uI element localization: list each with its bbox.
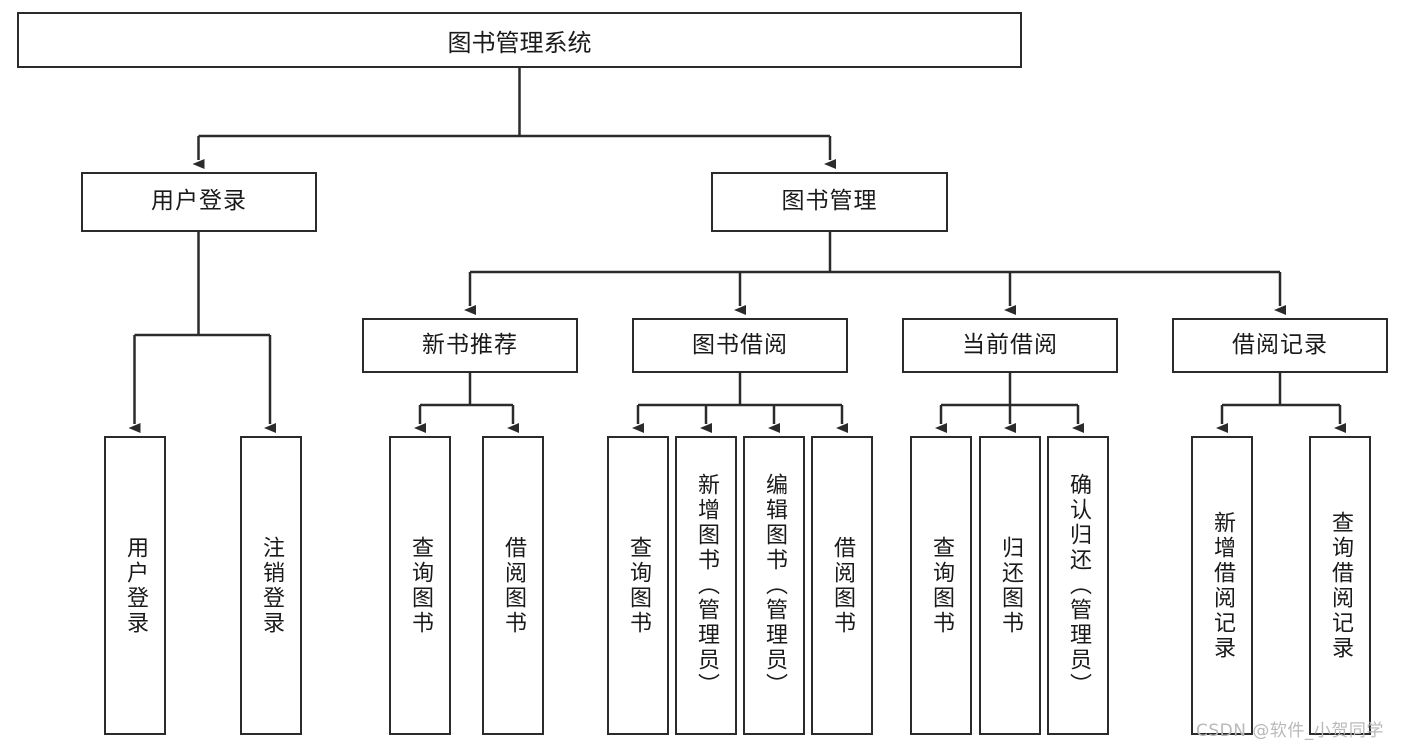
node-label: 借阅记录 — [1232, 331, 1328, 358]
node-label: 新书推荐 — [422, 331, 518, 358]
node-label: 编辑图书（管理员） — [762, 473, 787, 698]
node-borrow-record[interactable]: 借阅记录 — [1172, 318, 1388, 373]
node-label: 新增借阅记录 — [1210, 510, 1235, 661]
node-label: 归还图书 — [998, 535, 1023, 636]
node-label: 用户登录 — [123, 535, 148, 636]
leaf-user-login-logout[interactable]: 注销登录 — [240, 436, 302, 735]
node-label: 确认归还（管理员） — [1066, 473, 1091, 698]
node-label: 借阅图书 — [501, 535, 526, 636]
node-user-login[interactable]: 用户登录 — [81, 172, 317, 232]
node-label: 新增图书（管理员） — [694, 473, 719, 698]
leaf-current-return-book[interactable]: 归还图书 — [979, 436, 1041, 735]
leaf-record-query-record[interactable]: 查询借阅记录 — [1309, 436, 1371, 735]
node-book-management[interactable]: 图书管理 — [711, 172, 948, 232]
node-label: 借阅图书 — [830, 535, 855, 636]
node-book-borrow[interactable]: 图书借阅 — [632, 318, 848, 373]
leaf-borrow-borrow-book[interactable]: 借阅图书 — [811, 436, 873, 735]
leaf-recommend-query-book[interactable]: 查询图书 — [389, 436, 451, 735]
leaf-current-query-book[interactable]: 查询图书 — [910, 436, 972, 735]
node-label: 查询借阅记录 — [1328, 510, 1353, 661]
csdn-watermark: CSDN @软件_小贺同学 — [1196, 721, 1384, 741]
leaf-borrow-edit-book-admin[interactable]: 编辑图书（管理员） — [743, 436, 805, 735]
node-label: 图书管理 — [781, 188, 878, 215]
node-label: 图书借阅 — [692, 331, 788, 358]
node-root-system[interactable]: 图书管理系统 — [17, 12, 1022, 68]
leaf-borrow-query-book[interactable]: 查询图书 — [607, 436, 669, 735]
node-label: 查询图书 — [929, 535, 954, 636]
node-label: 注销登录 — [259, 535, 284, 636]
leaf-borrow-add-book-admin[interactable]: 新增图书（管理员） — [675, 436, 737, 735]
leaf-record-add-record[interactable]: 新增借阅记录 — [1191, 436, 1253, 735]
node-label: 用户登录 — [151, 188, 247, 215]
node-label: 当前借阅 — [962, 331, 1058, 358]
leaf-current-confirm-return-admin[interactable]: 确认归还（管理员） — [1047, 436, 1109, 735]
leaf-recommend-borrow-book[interactable]: 借阅图书 — [482, 436, 544, 735]
leaf-user-login-login[interactable]: 用户登录 — [104, 436, 166, 735]
node-new-book-recommend[interactable]: 新书推荐 — [362, 318, 578, 373]
node-label: 查询图书 — [626, 535, 651, 636]
node-label: 图书管理系统 — [447, 28, 592, 57]
node-current-borrow[interactable]: 当前借阅 — [902, 318, 1118, 373]
node-label: 查询图书 — [408, 535, 433, 636]
